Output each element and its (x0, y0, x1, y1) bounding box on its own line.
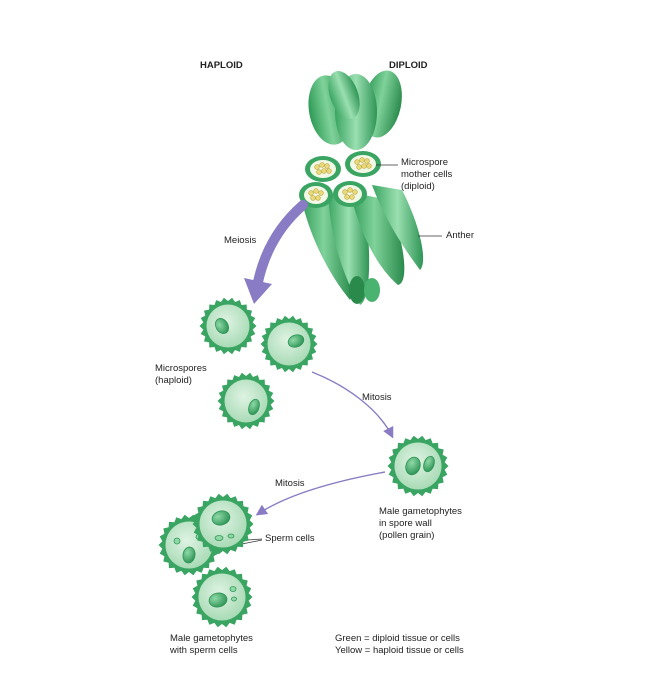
label-microspores: Microspores (haploid) (155, 363, 207, 387)
mitosis-arrow-2 (255, 471, 386, 516)
nucleus (248, 398, 260, 416)
anther-top (308, 70, 402, 150)
legend-yellow: Yellow = haploid tissue or cells (335, 645, 464, 656)
label-mitosis-2: Mitosis (275, 478, 305, 489)
legend: Green = diploid tissue or cells Yellow =… (335, 633, 464, 657)
label-line: in spore wall (379, 518, 432, 529)
mitosis-arrow-1 (311, 371, 394, 439)
male-gametophyte-cell (191, 566, 253, 628)
nucleus (182, 546, 196, 564)
header-haploid: HAPLOID (200, 60, 243, 71)
microspore-sacs (299, 151, 381, 208)
meiosis-arrow (244, 200, 308, 304)
male-gametophytes-with-sperm (158, 493, 254, 628)
nucleus (229, 586, 237, 592)
label-meiosis: Meiosis (224, 235, 257, 246)
pollen-grain-cell (387, 435, 449, 497)
nucleus (287, 334, 305, 348)
label-line: (pollen grain) (379, 530, 435, 541)
label-anther: Anther (446, 230, 474, 241)
label-mitosis-1: Mitosis (362, 392, 392, 403)
label-line: Male gametophytes (379, 506, 462, 517)
label-line: mother cells (401, 169, 453, 180)
nucleus (423, 455, 435, 473)
nucleus (208, 592, 228, 608)
header-diploid: DIPLOID (389, 60, 428, 71)
nucleus (405, 456, 421, 476)
microspore-cell (217, 372, 275, 430)
label-line: (haploid) (155, 375, 192, 386)
male-gametophyte-cell (192, 493, 254, 555)
label-line: (diploid) (401, 181, 435, 192)
nucleus (173, 537, 181, 545)
microspore-cell (199, 297, 257, 355)
label-sperm-cells: Sperm cells (265, 533, 315, 544)
label-line: Microspores (155, 363, 207, 374)
nucleus (231, 596, 237, 602)
label-line: Male gametophytes (170, 633, 253, 644)
nucleus (214, 535, 224, 541)
nucleus (215, 318, 229, 334)
pollen-grain (387, 435, 449, 497)
label-line: Microspore (401, 157, 448, 168)
nucleus (211, 510, 231, 526)
microspores (199, 297, 318, 430)
microspore-cell (260, 315, 318, 373)
label-microspore-mother-cells: Microspore mother cells (diploid) (401, 157, 452, 193)
label-male-gametophytes-sperm: Male gametophytes with sperm cells (170, 633, 253, 657)
legend-green: Green = diploid tissue or cells (335, 633, 460, 644)
label-line: with sperm cells (170, 645, 238, 656)
anther-body (300, 185, 424, 305)
nucleus (227, 533, 235, 539)
label-male-gametophytes-spore-wall: Male gametophytes in spore wall (pollen … (379, 506, 462, 542)
